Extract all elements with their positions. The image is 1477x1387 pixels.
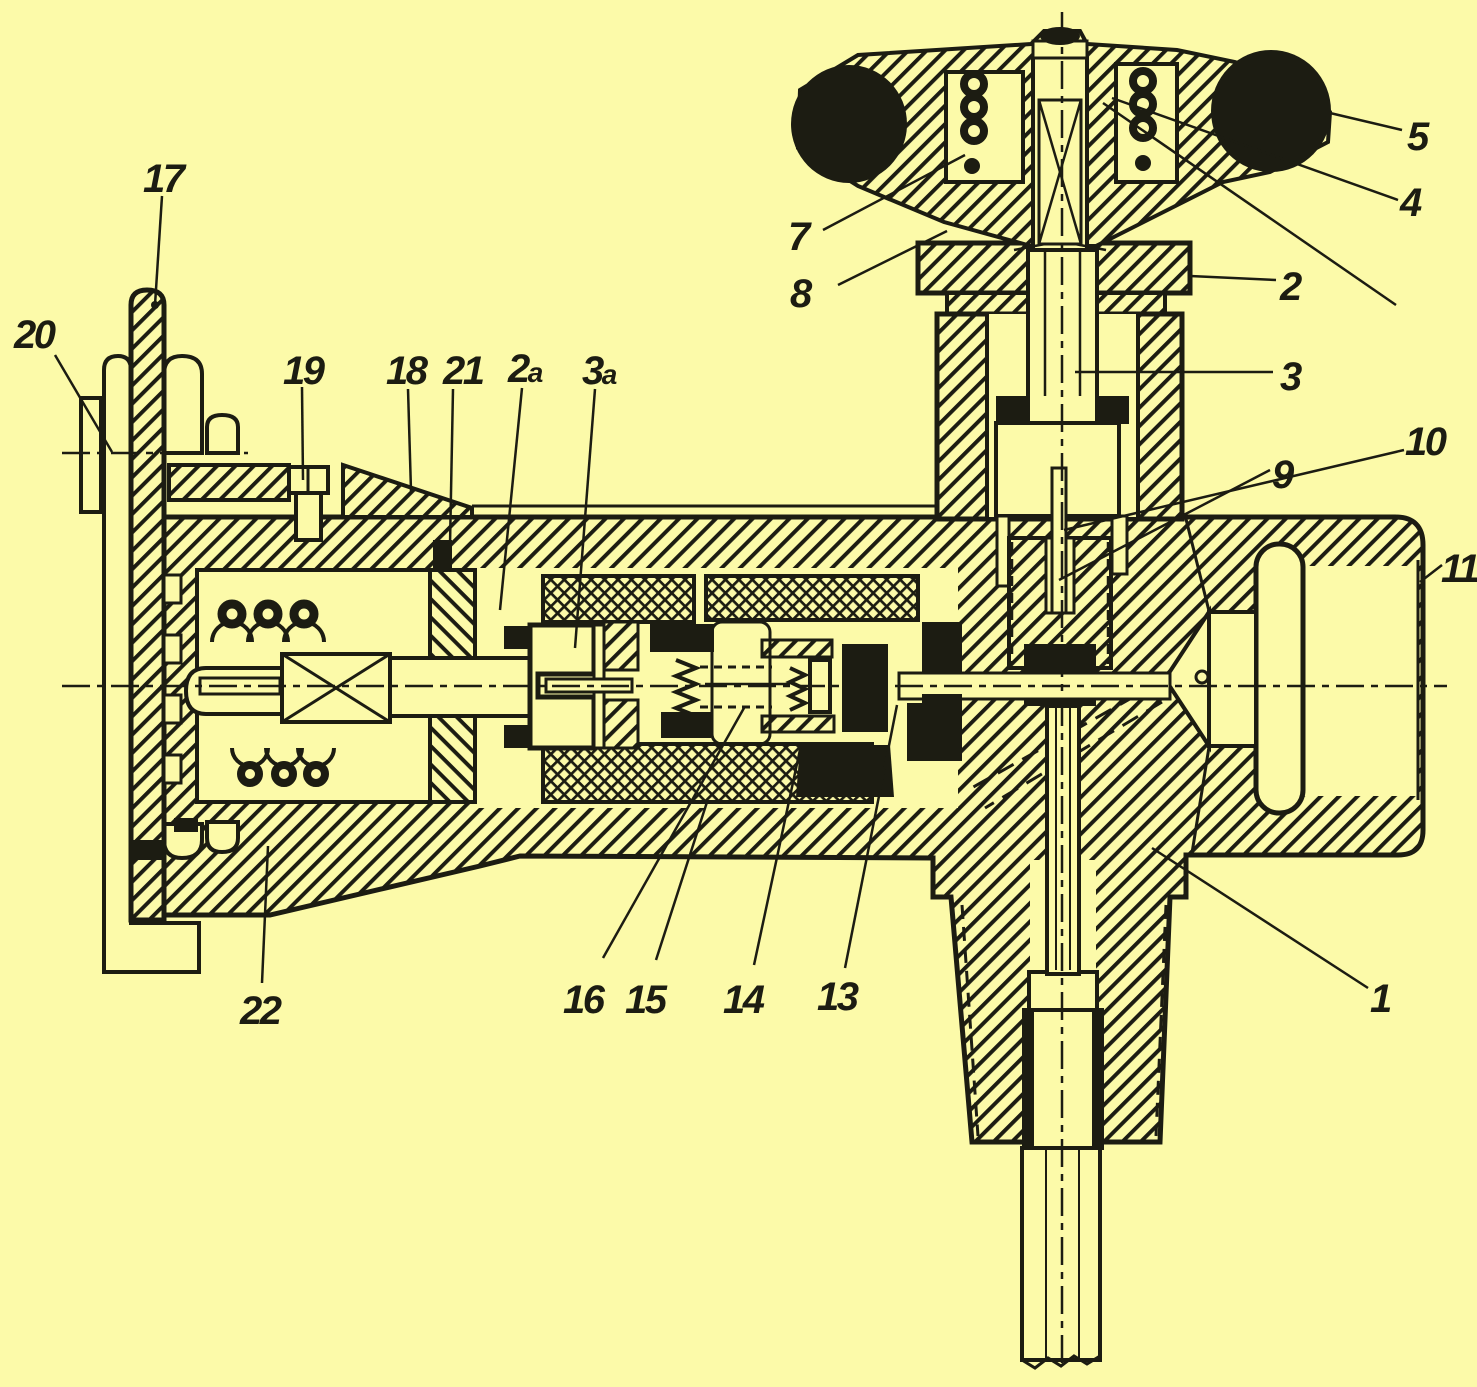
svg-text:10: 10 xyxy=(1405,420,1447,464)
svg-text:14: 14 xyxy=(723,978,765,1022)
svg-text:21: 21 xyxy=(442,349,484,393)
svg-text:11: 11 xyxy=(1441,547,1477,591)
svg-text:5: 5 xyxy=(1407,115,1430,159)
svg-text:20: 20 xyxy=(13,313,56,357)
svg-text:2: 2 xyxy=(1279,265,1302,309)
svg-text:15: 15 xyxy=(625,978,668,1022)
svg-text:17: 17 xyxy=(143,157,187,201)
svg-text:13: 13 xyxy=(817,975,859,1019)
svg-text:22: 22 xyxy=(239,989,282,1033)
svg-text:18: 18 xyxy=(386,349,429,393)
svg-text:9: 9 xyxy=(1272,453,1295,497)
svg-text:4: 4 xyxy=(1399,181,1422,225)
svg-text:8: 8 xyxy=(790,272,813,316)
svg-text:16: 16 xyxy=(563,978,606,1022)
svg-text:1: 1 xyxy=(1370,977,1391,1021)
svg-text:3: 3 xyxy=(1280,355,1302,399)
svg-text:19: 19 xyxy=(283,349,326,393)
